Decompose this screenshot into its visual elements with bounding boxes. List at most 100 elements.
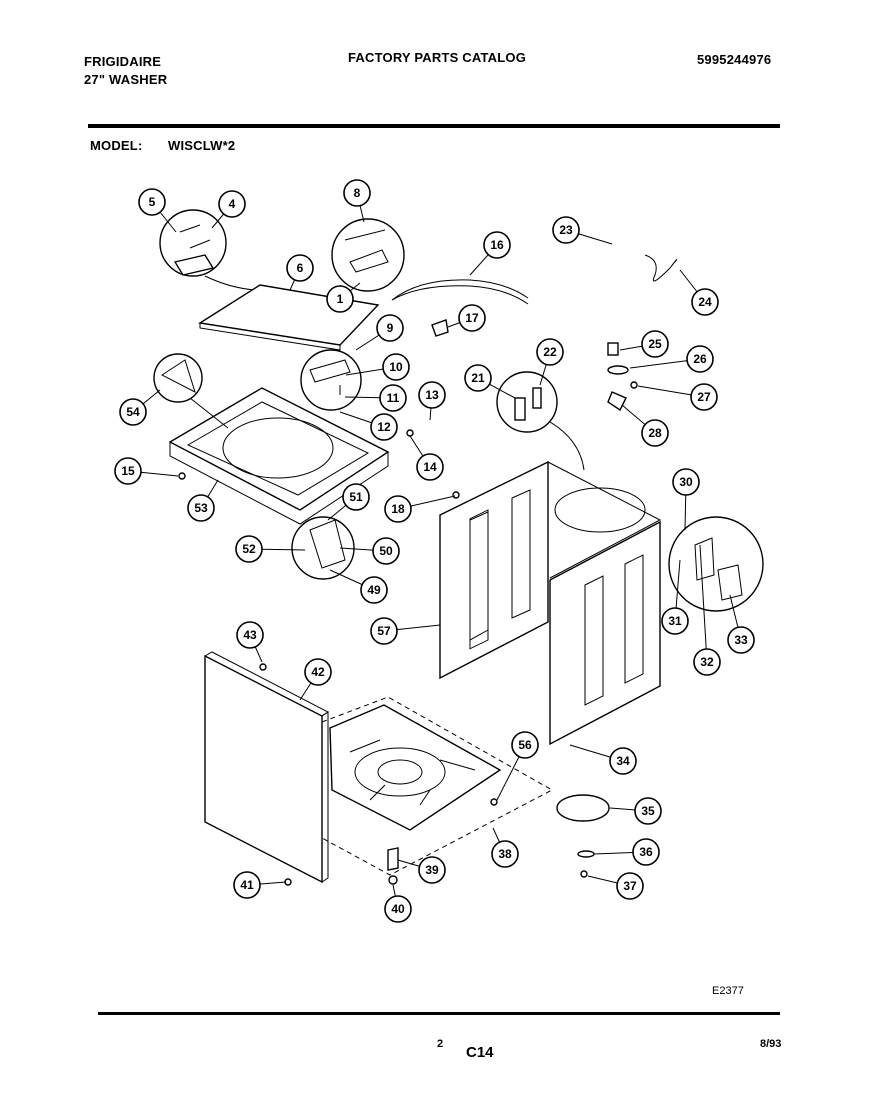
callout-label-13: 13 (425, 388, 439, 402)
model-label: MODEL: (90, 138, 143, 153)
callout-label-35: 35 (641, 804, 655, 818)
callout-label-6: 6 (297, 261, 304, 275)
cabinet-rear-panel (439, 460, 549, 680)
callout-label-43: 43 (243, 628, 257, 642)
cord-clamp (431, 319, 449, 337)
callout-26: 26 (686, 345, 714, 373)
callout-56: 56 (511, 731, 539, 759)
callout-label-22: 22 (543, 345, 557, 359)
callout-34: 34 (609, 747, 637, 775)
callout-4: 4 (218, 190, 246, 218)
callout-41: 41 (233, 871, 261, 899)
callout-14: 14 (416, 453, 444, 481)
callout-label-41: 41 (240, 878, 254, 892)
drain-hose (609, 197, 678, 345)
brand-name: FRIGIDAIRE (84, 54, 162, 69)
callout-8: 8 (343, 179, 371, 207)
callout-label-37: 37 (623, 879, 637, 893)
callout-label-16: 16 (490, 238, 504, 252)
lid-hinge-detail (159, 209, 256, 291)
footer-rule (98, 1012, 780, 1015)
callout-17: 17 (458, 304, 486, 332)
callout-label-5: 5 (149, 195, 156, 209)
callout-bubbles: 1456891011121314151617182122232425262728… (114, 179, 755, 923)
callout-label-28: 28 (648, 426, 662, 440)
callout-label-42: 42 (311, 665, 325, 679)
callout-label-52: 52 (242, 542, 256, 556)
callout-49: 49 (360, 576, 388, 604)
callout-39: 39 (418, 856, 446, 884)
callout-53: 53 (187, 494, 215, 522)
callout-5: 5 (138, 188, 166, 216)
callout-label-11: 11 (387, 391, 400, 405)
cabinet-side-panel (549, 520, 661, 746)
callout-label-50: 50 (379, 544, 393, 558)
page-number: 2 (437, 1038, 444, 1050)
callout-label-53: 53 (194, 501, 208, 515)
callout-label-26: 26 (693, 352, 707, 366)
callout-38: 38 (491, 840, 519, 868)
callout-label-36: 36 (639, 845, 653, 859)
callout-16: 16 (483, 231, 511, 259)
callout-label-12: 12 (377, 420, 391, 434)
lid-switch-detail (331, 218, 405, 292)
callout-42: 42 (304, 658, 332, 686)
callout-15: 15 (114, 457, 142, 485)
callout-24: 24 (691, 288, 719, 316)
callout-label-9: 9 (387, 321, 394, 335)
model-value: WISCLW*2 (168, 138, 236, 153)
callout-35: 35 (634, 797, 662, 825)
callout-label-31: 31 (668, 614, 682, 628)
callout-label-56: 56 (518, 738, 532, 752)
callout-30: 30 (672, 468, 700, 496)
product-name: 27" WASHER (84, 72, 168, 87)
callout-label-17: 17 (465, 311, 479, 325)
catalog-number: 5995244976 (697, 52, 772, 67)
power-cord (391, 279, 529, 301)
callout-label-34: 34 (616, 754, 630, 768)
callout-10: 10 (382, 353, 410, 381)
catalog-title: FACTORY PARTS CATALOG (348, 50, 527, 65)
callout-label-49: 49 (367, 583, 381, 597)
water-valve-detail (496, 371, 585, 471)
callout-label-14: 14 (423, 460, 437, 474)
callout-11: 11 (379, 384, 407, 412)
callout-23: 23 (552, 216, 580, 244)
callout-43: 43 (236, 621, 264, 649)
bleach-dispenser-detail (153, 353, 229, 429)
front-panel (204, 651, 329, 884)
callout-label-40: 40 (391, 902, 405, 916)
lid-lock-detail (300, 349, 362, 411)
callout-label-15: 15 (121, 464, 135, 478)
callout-54: 54 (119, 398, 147, 426)
callout-32: 32 (693, 648, 721, 676)
callout-18: 18 (384, 495, 412, 523)
callout-40: 40 (384, 895, 412, 923)
base-frame (321, 696, 554, 876)
callout-label-8: 8 (354, 186, 361, 200)
callout-label-4: 4 (229, 197, 236, 211)
timer-switch-detail (668, 516, 764, 612)
callout-13: 13 (418, 381, 446, 409)
callout-label-25: 25 (648, 337, 662, 351)
callout-21: 21 (464, 364, 492, 392)
callout-label-51: 51 (349, 490, 363, 504)
callout-1: 1 (326, 285, 354, 313)
cabinet-clip-detail (291, 516, 355, 580)
callout-51: 51 (342, 483, 370, 511)
callout-label-24: 24 (698, 295, 712, 309)
leader-line-32 (699, 544, 708, 663)
section-code: C14 (466, 1044, 494, 1061)
callout-label-1: 1 (337, 292, 344, 306)
catalog-date: 8/93 (760, 1038, 782, 1050)
callout-37: 37 (616, 872, 644, 900)
callout-label-32: 32 (700, 655, 714, 669)
callout-6: 6 (286, 254, 314, 282)
callout-33: 33 (727, 626, 755, 654)
callout-27: 27 (690, 383, 718, 411)
callout-label-38: 38 (498, 847, 512, 861)
callout-label-23: 23 (559, 223, 573, 237)
callout-36: 36 (632, 838, 660, 866)
callout-label-54: 54 (126, 405, 140, 419)
callout-label-57: 57 (377, 624, 391, 638)
